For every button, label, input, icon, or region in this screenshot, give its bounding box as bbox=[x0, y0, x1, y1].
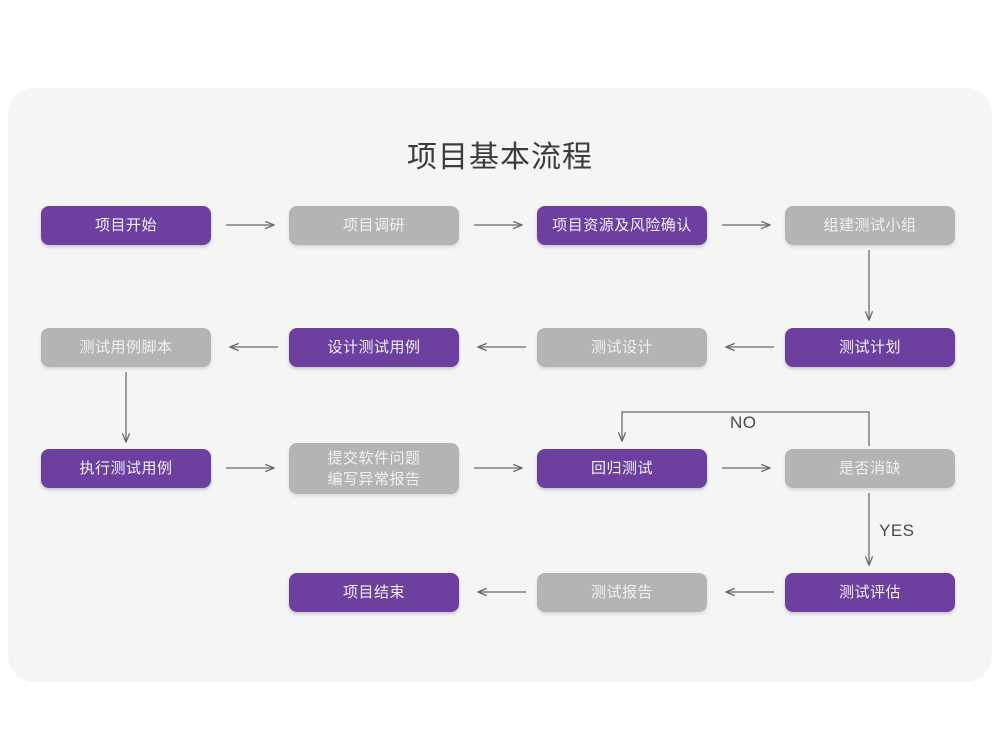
node-regression-test[interactable]: 回归测试 bbox=[537, 449, 707, 488]
node-resource-risk-confirm[interactable]: 项目资源及风险确认 bbox=[537, 206, 707, 245]
node-test-evaluation[interactable]: 测试评估 bbox=[785, 573, 955, 612]
node-defect-cleared[interactable]: 是否消缺 bbox=[785, 449, 955, 488]
edge-label-no: NO bbox=[730, 413, 757, 432]
node-project-research[interactable]: 项目调研 bbox=[289, 206, 459, 245]
node-project-start[interactable]: 项目开始 bbox=[41, 206, 211, 245]
node-design-test-case[interactable]: 设计测试用例 bbox=[289, 328, 459, 367]
node-test-case-script[interactable]: 测试用例脚本 bbox=[41, 328, 211, 367]
node-build-test-team[interactable]: 组建测试小组 bbox=[785, 206, 955, 245]
node-execute-test-case[interactable]: 执行测试用例 bbox=[41, 449, 211, 488]
node-test-design[interactable]: 测试设计 bbox=[537, 328, 707, 367]
page-title: 项目基本流程 bbox=[407, 141, 593, 174]
node-submit-issue-report[interactable]: 提交软件问题 编写异常报告 bbox=[289, 443, 459, 494]
node-test-plan[interactable]: 测试计划 bbox=[785, 328, 955, 367]
node-project-end[interactable]: 项目结束 bbox=[289, 573, 459, 612]
node-test-report[interactable]: 测试报告 bbox=[537, 573, 707, 612]
edge-label-yes: YES bbox=[879, 521, 915, 540]
